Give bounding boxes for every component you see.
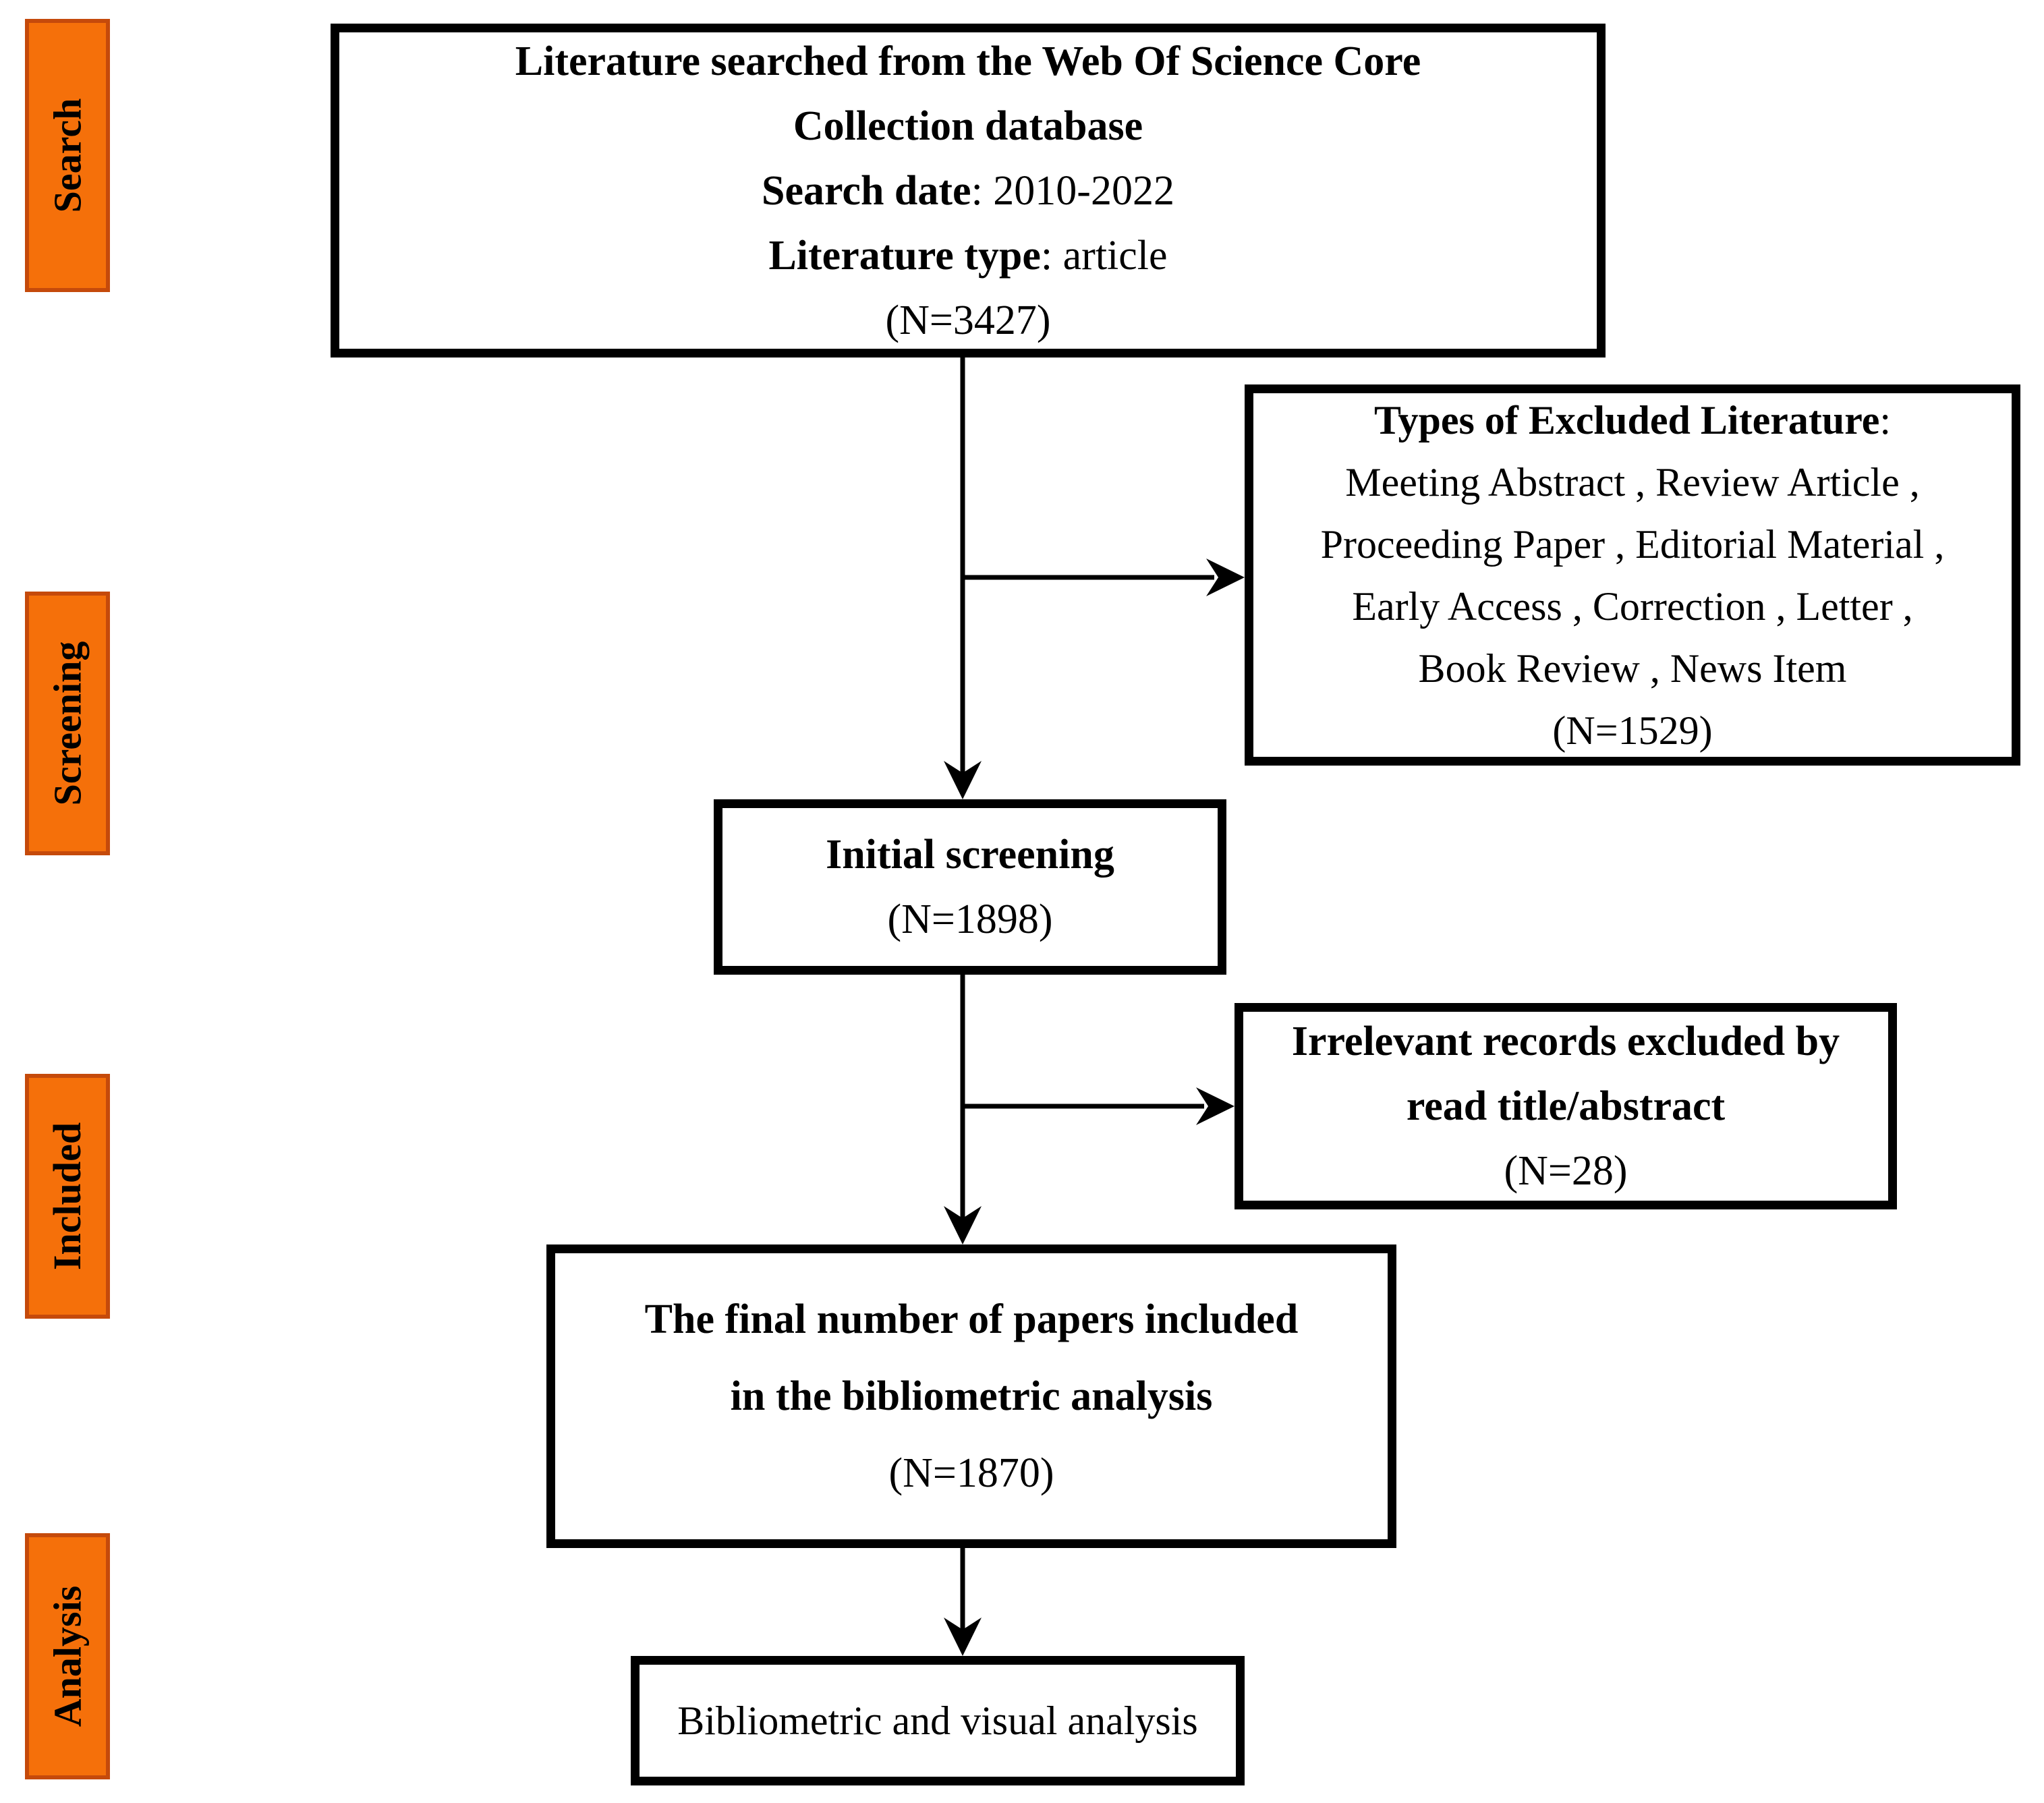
excluded-box-line: Meeting Abstract , Review Article , bbox=[1345, 459, 1920, 505]
stage-label-analysis-text: Analysis bbox=[45, 1585, 90, 1727]
stage-label-screening-text: Screening bbox=[45, 641, 90, 806]
excluded-box-line: Book Review , News Item bbox=[1418, 646, 1847, 691]
stage-label-included: Included bbox=[25, 1074, 110, 1319]
screening-box-count: (N=1898) bbox=[887, 896, 1053, 942]
irrelevant-box-title-line2: read title/abstract bbox=[1406, 1083, 1726, 1129]
excluded-box-line: Early Access , Correction , Letter , bbox=[1352, 583, 1913, 629]
excluded-box-title: Types of Excluded Literature: bbox=[1374, 389, 1891, 451]
stage-label-included-text: Included bbox=[45, 1122, 90, 1271]
bibliometric-analysis-box: Bibliometric and visual analysis bbox=[631, 1656, 1245, 1785]
stage-label-search: Search bbox=[25, 19, 110, 292]
stage-label-screening: Screening bbox=[25, 592, 110, 855]
final-box-title-line1: The final number of papers included bbox=[644, 1296, 1299, 1342]
arrowhead-down-icon bbox=[944, 1206, 982, 1244]
excluded-box-count: (N=1529) bbox=[1552, 708, 1713, 753]
initial-screening-box: Initial screening (N=1898) bbox=[714, 799, 1226, 975]
arrowhead-right-icon bbox=[1206, 559, 1245, 596]
arrowhead-right-icon bbox=[1196, 1087, 1234, 1125]
arrowhead-down-icon bbox=[944, 761, 982, 799]
search-box-date-line: Search date: 2010-2022 bbox=[762, 159, 1174, 223]
literature-type-label: Literature type bbox=[768, 232, 1041, 279]
irrelevant-box-title-line1: Irrelevant records excluded by bbox=[1291, 1019, 1840, 1064]
final-number-box: The final number of papers included in t… bbox=[546, 1244, 1396, 1548]
excluded-literature-box: Types of Excluded Literature: Meeting Ab… bbox=[1245, 384, 2020, 766]
final-box-title-line2: in the bibliometric analysis bbox=[730, 1373, 1213, 1419]
screening-box-title: Initial screening bbox=[826, 832, 1114, 878]
search-box: Literature searched from the Web Of Scie… bbox=[331, 24, 1606, 357]
literature-type-value: : article bbox=[1040, 232, 1168, 279]
search-box-count: (N=3427) bbox=[885, 297, 1051, 343]
excluded-title-text: Types of Excluded Literature bbox=[1373, 397, 1880, 442]
excluded-title-colon: : bbox=[1879, 397, 1892, 442]
arrowhead-down-icon bbox=[944, 1618, 982, 1656]
irrelevant-records-box: Irrelevant records excluded by read titl… bbox=[1234, 1003, 1897, 1209]
analysis-box-title: Bibliometric and visual analysis bbox=[677, 1698, 1198, 1743]
stage-label-analysis: Analysis bbox=[25, 1533, 110, 1779]
search-date-value: : 2010-2022 bbox=[971, 167, 1174, 214]
excluded-box-line: Proceeding Paper , Editorial Material , bbox=[1320, 521, 1945, 567]
search-date-label: Search date bbox=[762, 167, 971, 214]
stage-label-search-text: Search bbox=[45, 98, 90, 213]
irrelevant-box-count: (N=28) bbox=[1504, 1148, 1628, 1194]
search-box-type-line: Literature type: article bbox=[768, 223, 1167, 288]
search-box-title-line2: Collection database bbox=[793, 103, 1143, 149]
final-box-count: (N=1870) bbox=[888, 1450, 1054, 1496]
search-box-title-line1: Literature searched from the Web Of Scie… bbox=[515, 38, 1421, 84]
